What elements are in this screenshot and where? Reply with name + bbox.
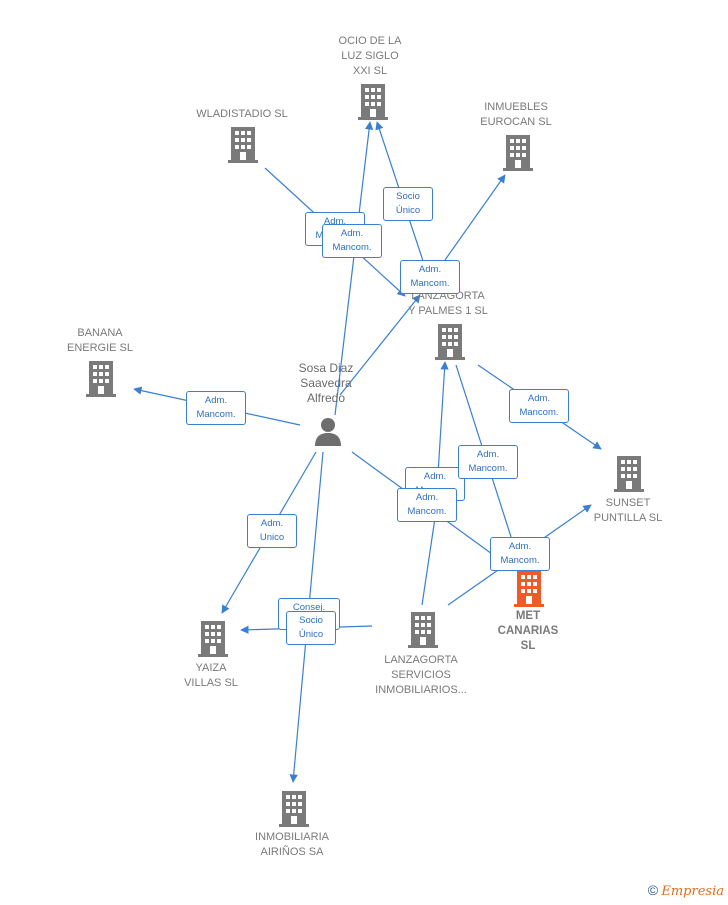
relation-label[interactable]: Adm. Mancom. bbox=[400, 260, 460, 294]
company-label-yaiza[interactable]: YAIZA VILLAS SL bbox=[184, 662, 238, 689]
company-label-inmuebles[interactable]: INMUEBLES EUROCAN SL bbox=[480, 101, 552, 128]
relation-label[interactable]: Adm. Mancom. bbox=[490, 537, 550, 571]
relation-label[interactable]: Adm. Mancom. bbox=[458, 445, 518, 479]
relation-label[interactable]: Adm. Mancom. bbox=[322, 224, 382, 258]
company-label-wladistadio[interactable]: WLADISTADIO SL bbox=[196, 108, 288, 120]
building-icon-lanzagorta-servicios[interactable] bbox=[408, 612, 438, 653]
company-label-airinos[interactable]: INMOBILIARIA AIRIÑOS SA bbox=[255, 831, 329, 858]
person-icon[interactable] bbox=[313, 416, 343, 451]
edge-palmes-inmuebles bbox=[444, 174, 506, 261]
edge-person-ocio bbox=[334, 121, 374, 416]
brand-name: Empresia bbox=[661, 884, 724, 899]
copyright-icon: © bbox=[647, 882, 659, 898]
building-icon-wladistadio[interactable] bbox=[228, 127, 258, 168]
relation-label[interactable]: Adm. Mancom. bbox=[509, 389, 569, 423]
building-icon-yaiza[interactable] bbox=[198, 621, 228, 662]
building-icon-met[interactable] bbox=[514, 571, 544, 612]
building-icon-sunset[interactable] bbox=[614, 456, 644, 497]
building-icon-airinos[interactable] bbox=[279, 791, 309, 832]
company-label-ocio[interactable]: OCIO DE LA LUZ SIGLO XXI SL bbox=[338, 35, 402, 77]
edge-servicios-up bbox=[421, 517, 436, 606]
edge-person-palmes bbox=[339, 294, 421, 396]
building-icon-banana[interactable] bbox=[86, 361, 116, 402]
building-icon-ocio[interactable] bbox=[358, 84, 388, 125]
relation-label[interactable]: Socio Único bbox=[286, 611, 336, 645]
company-label-banana[interactable]: BANANA ENERGIE SL bbox=[66, 327, 134, 354]
relation-label[interactable]: Adm. Unico bbox=[247, 514, 297, 548]
relation-label[interactable]: Adm. Mancom. bbox=[397, 488, 457, 522]
building-icon-lanzagorta-palmes[interactable] bbox=[435, 324, 465, 365]
person-label[interactable]: Sosa Diaz Saavedra Alfredo bbox=[298, 361, 354, 405]
company-label-lanzagorta-servicios[interactable]: LANZAGORTA SERVICIOS INMOBILIARIOS... bbox=[375, 654, 467, 696]
company-label-sunset[interactable]: SUNSET PUNTILLA SL bbox=[593, 497, 663, 524]
company-label-met[interactable]: MET CANARIAS SL bbox=[497, 610, 559, 652]
relation-label[interactable]: Adm. Mancom. bbox=[186, 391, 246, 425]
relation-label[interactable]: Socio Único bbox=[383, 187, 433, 221]
footer-brand[interactable]: © Empresia bbox=[648, 882, 724, 899]
building-icon-inmuebles[interactable] bbox=[503, 135, 533, 176]
